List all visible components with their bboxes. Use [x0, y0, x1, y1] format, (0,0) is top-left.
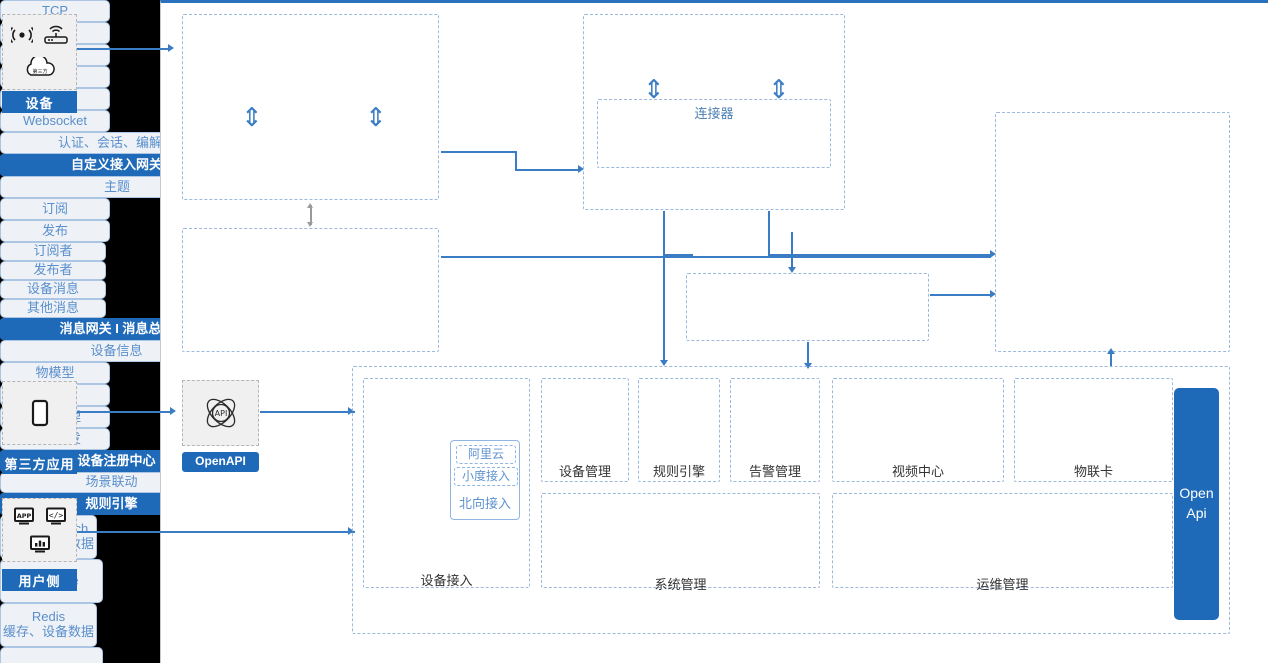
group-system-mgmt [541, 493, 820, 588]
line-gateway-bus-a [441, 151, 516, 153]
group-ops-mgmt [832, 493, 1173, 588]
cloud-icon: 第三方 [21, 57, 59, 79]
userside-icon-box: APP </> [2, 498, 77, 562]
connector-device-msg[interactable]: 设备消息 [0, 280, 106, 299]
thirdparty-label: 第三方应用 [2, 452, 77, 474]
line-gateway-bus-c [515, 169, 580, 171]
group-label-device-mgmt: 设备管理 [558, 464, 611, 479]
wifi-signal-icon [10, 26, 33, 44]
line-rules-to-business [807, 342, 809, 366]
storage-redis[interactable]: Redis 缓存、设备数据 [0, 603, 97, 647]
storage-group [995, 112, 1230, 352]
gateway-group [182, 14, 439, 200]
svg-text:API: API [214, 409, 227, 418]
line-bus-storage-a [768, 211, 770, 256]
line-business-to-storage [1110, 352, 1112, 366]
chart-monitor-icon [29, 535, 51, 554]
openapi-side-bar[interactable]: Open Api [1174, 388, 1219, 620]
message-group [583, 14, 845, 210]
app-monitor-icon: APP [13, 507, 35, 526]
double-arrow-publish-icon: ⇕ [768, 75, 790, 105]
group-device-mgmt [541, 378, 629, 482]
line-gateway-bus-b [515, 151, 517, 170]
openapi-side-label-line2: Api [1186, 505, 1207, 521]
svg-text:</>: </> [48, 511, 63, 520]
arrow-down-registry [307, 222, 313, 227]
protocol-websocket[interactable]: Websocket [0, 110, 110, 132]
group-video-center [832, 378, 1004, 482]
connector-publisher[interactable]: 发布者 [0, 261, 106, 280]
arrow-bus-to-rules [788, 267, 796, 273]
device-label: 设备 [2, 91, 77, 113]
group-device-access [363, 378, 530, 588]
arrow-business-to-storage [1107, 348, 1115, 354]
storage-name: Redis [31, 609, 66, 625]
line-openapi-to-business [260, 411, 355, 413]
arrow-userside-to-business [348, 527, 354, 535]
diagram-canvas [160, 0, 1268, 663]
storage-sub: 缓存、设备数据 [2, 624, 94, 639]
group-label-video-center: 视频中心 [891, 464, 944, 479]
arrow-gateway-to-bus [578, 165, 584, 173]
double-arrow-subscribe-icon: ⇕ [643, 75, 665, 105]
openapi-side-label-line1: Open [1179, 485, 1214, 502]
group-iot-card [1014, 378, 1173, 482]
arrow-up-registry [307, 203, 313, 208]
openapi-label[interactable]: OpenAPI [182, 452, 259, 472]
arrow-bus-to-storage [990, 250, 996, 258]
rules-group [686, 273, 929, 341]
svg-text:APP: APP [16, 512, 31, 520]
connector-other-msg[interactable]: 其他消息 [0, 299, 106, 318]
registry-group [182, 228, 439, 352]
connector-subscriber[interactable]: 订阅者 [0, 242, 106, 261]
chip-northbound-label: 北向接入 [458, 496, 511, 511]
group-label-device-access: 设备接入 [420, 573, 473, 588]
svg-text:第三方: 第三方 [32, 68, 47, 75]
line-userside-to-business [77, 531, 355, 533]
chip-aliyun[interactable]: 阿里云 [456, 445, 516, 464]
line-registry-to-storage [441, 256, 991, 258]
line-bus-storage-b [768, 254, 992, 256]
line-bus-to-business [663, 254, 665, 362]
line-rules-to-storage [930, 294, 992, 296]
line-device-to-gateway [77, 48, 169, 50]
group-alarm-mgmt [730, 378, 820, 482]
api-atom-icon: API [197, 389, 245, 437]
code-monitor-icon: </> [45, 507, 67, 526]
line-bus-rules-b [663, 254, 693, 256]
device-icon-box: 第三方 [2, 14, 77, 90]
arrow-rules-to-storage [990, 290, 996, 298]
group-rule-engine [638, 378, 720, 482]
group-label-iot-card: 物联卡 [1073, 464, 1113, 479]
line-gateway-registry [310, 205, 312, 225]
connector-title: 连接器 [694, 106, 734, 121]
business-group [352, 366, 1230, 634]
storage-cassandra[interactable]: Cassandra [0, 647, 103, 663]
connector-group: 连接器 [597, 99, 831, 168]
line-bus-rules-a [663, 211, 665, 255]
arrow-thirdparty-to-openapi [170, 407, 176, 415]
chip-xiaodu[interactable]: 小度接入 [454, 467, 518, 486]
arrow-bus-to-business [660, 360, 668, 366]
group-label-rule-engine: 规则引擎 [652, 464, 705, 479]
line-bus-rules-c [791, 232, 793, 270]
chip-northbound[interactable]: 阿里云 小度接入 北向接入 [450, 440, 520, 520]
router-icon [43, 25, 69, 45]
userside-label: 用户侧 [2, 569, 77, 591]
openapi-icon-box: API [182, 380, 259, 446]
arrow-device-to-gateway [168, 44, 174, 52]
message-publish[interactable]: 发布 [0, 220, 110, 242]
group-label-ops-mgmt: 运维管理 [976, 577, 1029, 592]
group-label-alarm-mgmt: 告警管理 [748, 464, 801, 479]
thirdparty-icon-box [2, 381, 77, 445]
registry-thing-model[interactable]: 物模型 [0, 362, 110, 384]
double-arrow-left-icon: ⇕ [241, 103, 263, 133]
arrow-openapi-to-business [348, 407, 354, 415]
group-label-system-mgmt: 系统管理 [654, 577, 707, 592]
line-thirdparty-to-openapi [77, 411, 171, 413]
mobile-phone-icon [31, 399, 49, 427]
message-subscribe[interactable]: 订阅 [0, 198, 110, 220]
double-arrow-right-icon: ⇕ [365, 103, 387, 133]
